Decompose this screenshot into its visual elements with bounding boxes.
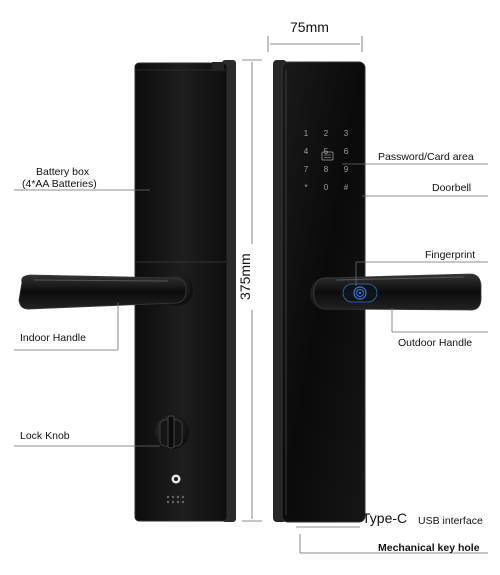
outdoor-handle-label: Outdoor Handle <box>398 337 473 349</box>
mechanical-key-hole-label: Mechanical key hole <box>378 542 480 554</box>
outdoor-handle <box>310 273 482 311</box>
speaker-dot <box>176 495 180 499</box>
keypad-key: 5 <box>324 147 329 156</box>
keypad-key: 9 <box>344 165 349 174</box>
password-card-area-label: Password/Card area <box>378 151 474 163</box>
speaker-dot <box>181 495 185 499</box>
indoor-handle <box>18 274 193 310</box>
width-dimension <box>267 36 363 52</box>
keypad-key: 4 <box>304 147 309 156</box>
speaker-dot <box>171 500 175 504</box>
doorbell-label: Doorbell <box>432 182 472 194</box>
lock-knob <box>155 415 189 449</box>
speaker-dot <box>171 495 175 499</box>
width-dimension-label: 75mm <box>290 19 329 35</box>
keypad-key: 1 <box>304 129 309 138</box>
keypad: 1 2 3 4 5 6 7 8 9 * 0 # <box>304 129 349 192</box>
speaker-grille <box>166 495 185 504</box>
height-dimension-label: 375mm <box>237 253 253 300</box>
speaker-dot <box>166 500 170 504</box>
reset-button <box>171 474 181 484</box>
keypad-key: 8 <box>324 165 329 174</box>
type-c-label: Type-C <box>362 510 408 526</box>
fingerprint-label: Fingerprint <box>425 249 476 261</box>
speaker-dot <box>176 500 180 504</box>
indoor-handle-label: Indoor Handle <box>20 332 86 344</box>
keypad-key: # <box>344 183 349 192</box>
keypad-key: 0 <box>324 183 329 192</box>
keypad-key: 7 <box>304 165 309 174</box>
fingerprint-icon <box>342 283 378 303</box>
keypad-key: 2 <box>324 129 329 138</box>
keypad-key: * <box>304 183 307 192</box>
battery-box-label: Battery box <box>36 166 90 178</box>
battery-spec-label: (4*AA Batteries) <box>22 178 97 190</box>
speaker-dot <box>181 500 185 504</box>
speaker-dot <box>166 495 170 499</box>
keypad-key: 3 <box>344 129 349 138</box>
lock-knob-label: Lock Knob <box>20 430 70 442</box>
keypad-key: 6 <box>344 147 349 156</box>
usb-interface-label: USB interface <box>418 515 483 527</box>
card-reader-icon <box>321 151 334 161</box>
